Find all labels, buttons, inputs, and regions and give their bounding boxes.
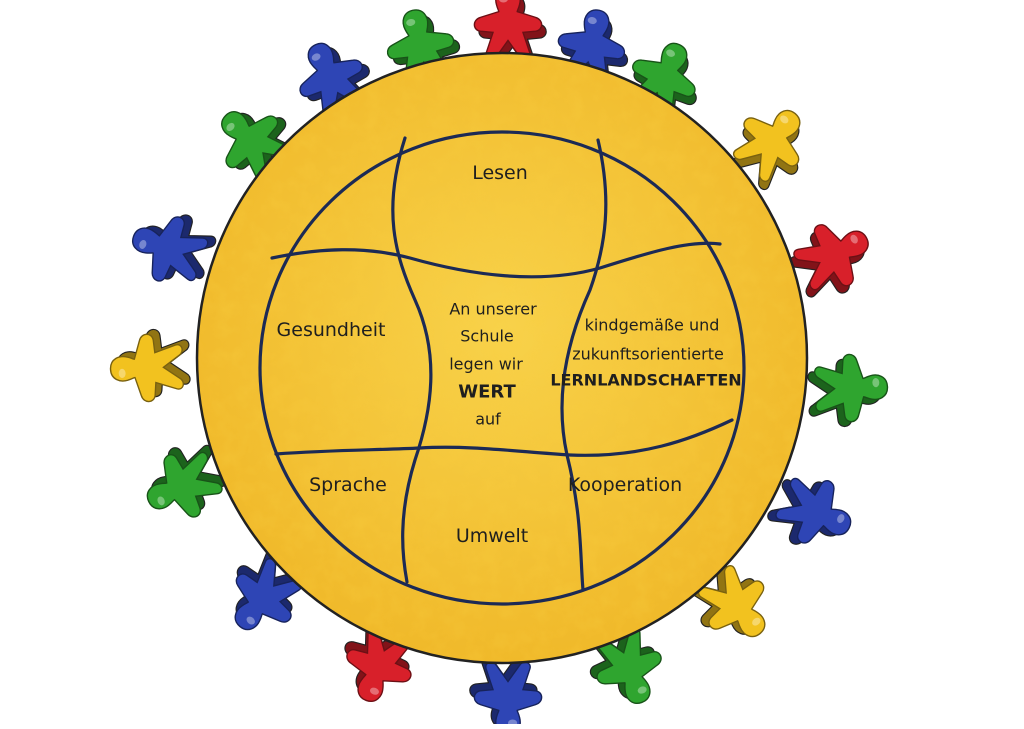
- meeple-yellow-icon: [108, 327, 192, 404]
- meridian-left: [391, 136, 433, 584]
- right-line-3: LERNLANDSCHAFTEN: [550, 370, 742, 390]
- label-gesundheit: Gesundheit: [276, 319, 386, 341]
- meeple-blue-icon: [760, 465, 865, 560]
- label-umwelt: Umwelt: [455, 525, 529, 547]
- meeple-blue-icon: [284, 29, 385, 130]
- center-line-2: Schule: [460, 326, 514, 346]
- center-line-5: auf: [475, 409, 501, 429]
- label-sprache: Sprache: [309, 474, 387, 496]
- meeple-red-icon: [473, 0, 547, 68]
- meeple-blue-icon: [121, 202, 222, 294]
- meridian-right: [560, 138, 608, 592]
- label-kooperation: Kooperation: [567, 474, 683, 496]
- meeple-blue-icon: [550, 2, 636, 97]
- globe-disc: [195, 51, 809, 665]
- meeple-ring: [108, 0, 890, 729]
- meeple-green-icon: [806, 352, 890, 429]
- meeple-green-icon: [133, 432, 234, 533]
- parallel-bottom: [274, 418, 734, 457]
- meeple-green-icon: [578, 617, 675, 715]
- parallel-top: [270, 241, 722, 279]
- center-line-3: legen wir: [449, 354, 523, 374]
- label-lesen: Lesen: [472, 162, 528, 184]
- globe-outline: [258, 130, 746, 606]
- meeple-red-icon: [782, 207, 883, 310]
- center-line-4: WERT: [458, 381, 516, 403]
- meeple-blue-icon: [469, 654, 543, 729]
- meeple-green-icon: [379, 2, 468, 95]
- meeple-blue-icon: [213, 540, 314, 649]
- right-line-2: zukunftsorientierte: [572, 344, 724, 364]
- globe-grid: [258, 130, 746, 606]
- meeple-green-icon: [201, 91, 310, 193]
- meeple-yellow-icon: [679, 553, 787, 656]
- meeple-green-icon: [617, 29, 712, 134]
- meeple-red-icon: [332, 612, 424, 713]
- center-line-1: An unserer: [449, 299, 537, 319]
- right-line-1: kindgemäße und: [584, 315, 720, 335]
- meeple-yellow-icon: [721, 91, 822, 200]
